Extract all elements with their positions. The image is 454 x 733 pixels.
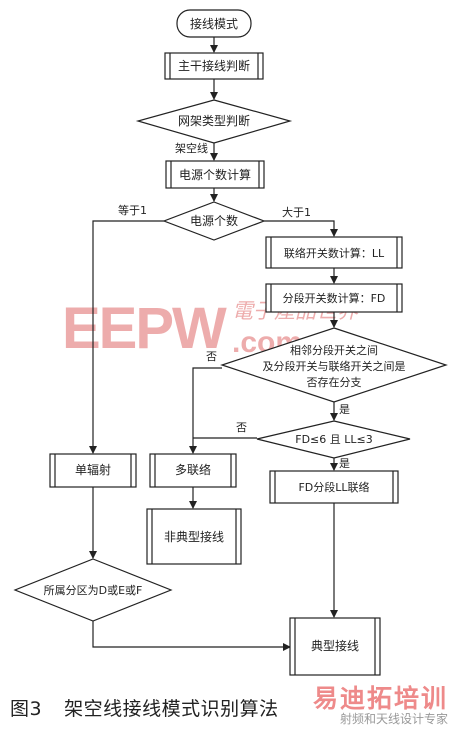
edge-count-tie: [264, 220, 338, 237]
figure-caption: 图3 架空线接线模式识别算法: [10, 694, 279, 721]
edge-zone-typical: [92, 621, 291, 651]
node-section-shape: [265, 283, 403, 313]
no-label-1: 否: [206, 350, 217, 363]
power-calc-label: 电源个数计算: [179, 167, 251, 182]
section-switch-label: 分段开关数计算：FD: [283, 291, 386, 305]
node-fdll-shape: [269, 470, 399, 504]
yes-label-1: 是: [339, 403, 350, 416]
node-cond-shape: [256, 420, 411, 459]
power-count-label: 电源个数: [190, 213, 238, 228]
fd-ll-tie-label: FD分段LL联络: [298, 480, 369, 494]
node-single-shape: [49, 453, 137, 488]
node-count-shape: [162, 201, 266, 241]
fd-ll-cond-label: FD≤6 且 LL≤3: [295, 433, 372, 446]
node-trunk-shape: [164, 52, 264, 80]
edge-branch-multi: [189, 367, 222, 454]
branch-q3-label: 否存在分支: [307, 375, 362, 389]
tie-switch-label: 联络开关数计算：LL: [284, 246, 385, 260]
node-multi-shape: [149, 453, 237, 488]
atypical-label: 非典型接线: [164, 529, 224, 544]
brand-watermark: 易迪拓培训 射频和天线设计专家: [312, 684, 448, 727]
node-atypical-shape: [146, 508, 242, 565]
node-grid-shape: [135, 99, 293, 144]
node-zone-shape: [13, 558, 173, 622]
branch-q1-label: 相邻分段开关之间: [290, 343, 378, 357]
nodes: [13, 9, 448, 676]
multi-tie-label: 多联络: [175, 462, 211, 477]
caption-title: 架空线接线模式识别算法: [64, 698, 279, 720]
brand-tagline: 射频和天线设计专家: [339, 712, 448, 726]
start-label: 接线模式: [190, 16, 238, 31]
node-start-shape: [176, 9, 252, 38]
node-calc-shape: [165, 160, 265, 189]
overhead-label: 架空线: [175, 141, 208, 155]
node-labels: 接线模式 主干接线判断 网架类型判断 电源个数计算 电源个数 联络开关数计算：L…: [44, 16, 406, 653]
single-radial-label: 单辐射: [75, 462, 111, 477]
greater-one-label: 大于1: [282, 205, 311, 219]
node-branch-shape: [220, 327, 448, 403]
typical-label: 典型接线: [311, 638, 359, 653]
brand-name: 易迪拓培训: [312, 684, 448, 713]
node-typical-shape: [289, 617, 381, 676]
edges: [89, 37, 338, 651]
zone-check-label: 所属分区为D或E或F: [44, 584, 143, 597]
edge-count-single: [89, 220, 164, 454]
equal-one-label: 等于1: [118, 203, 147, 217]
branch-q2-label: 及分段开关与联络开关之间是: [263, 359, 406, 373]
node-tie-shape: [265, 236, 403, 269]
trunk-label: 主干接线判断: [178, 58, 250, 73]
grid-type-label: 网架类型判断: [178, 113, 250, 128]
edge-labels: 架空线 等于1 大于1 否 是 否 是: [118, 141, 350, 470]
yes-label-2: 是: [339, 457, 350, 470]
caption-fig-number: 图3: [10, 698, 43, 720]
watermark-logo: EEPW: [62, 296, 227, 361]
no-label-2: 否: [236, 421, 247, 434]
